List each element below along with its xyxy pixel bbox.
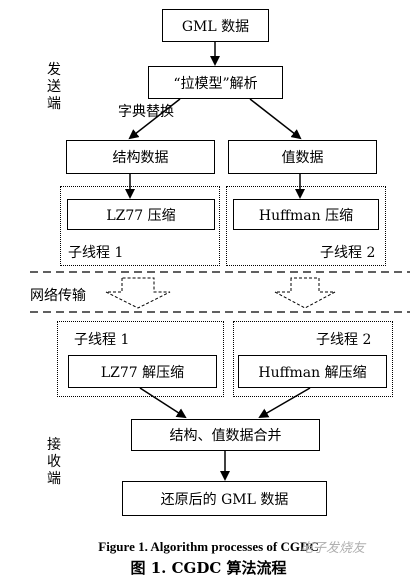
node-huffman-decompress: Huffman 解压缩 <box>238 355 387 388</box>
watermark: 电子发烧友 <box>300 540 366 555</box>
thread-group-1-bottom <box>57 321 224 397</box>
sender-label: 发送端 <box>47 62 61 112</box>
node-value-data: 值数据 <box>228 140 377 174</box>
network-arrow-right <box>274 277 336 309</box>
node-lz77-decompress: LZ77 解压缩 <box>68 355 217 388</box>
thread-group-1-top <box>60 186 220 266</box>
network-arrow-left <box>105 277 171 309</box>
arrow-parse-to-struct <box>128 98 181 140</box>
node-struct-data: 结构数据 <box>66 140 215 174</box>
thread-group-2-bottom <box>233 321 393 397</box>
arrow-parse-to-value <box>249 98 302 140</box>
thread2-bottom-label: 子线程 2 <box>316 332 372 348</box>
dict-replace-label: 字典替换 <box>118 104 174 120</box>
thread-group-2-top <box>226 186 386 266</box>
receiver-label: 接收端 <box>47 437 61 487</box>
node-restored: 还原后的 GML 数据 <box>122 481 327 516</box>
node-huffman-compress: Huffman 压缩 <box>233 199 379 230</box>
caption-zh: 图 1. CGDC 算法流程 <box>130 559 287 577</box>
arrow-huffman-to-merge <box>258 387 311 419</box>
thread1-bottom-label: 子线程 1 <box>74 332 130 348</box>
caption-en: Figure 1. Algorithm processes of CGDC <box>98 539 319 554</box>
arrow-lz77-to-merge <box>139 387 187 419</box>
network-label: 网络传输 <box>30 288 86 304</box>
thread2-top-label: 子线程 2 <box>320 245 376 261</box>
node-parse: “拉模型”解析 <box>148 66 283 99</box>
node-gml-data: GML 数据 <box>162 9 269 42</box>
node-lz77-compress: LZ77 压缩 <box>67 199 215 230</box>
node-merge: 结构、值数据合并 <box>131 419 320 451</box>
thread1-top-label: 子线程 1 <box>68 245 124 261</box>
